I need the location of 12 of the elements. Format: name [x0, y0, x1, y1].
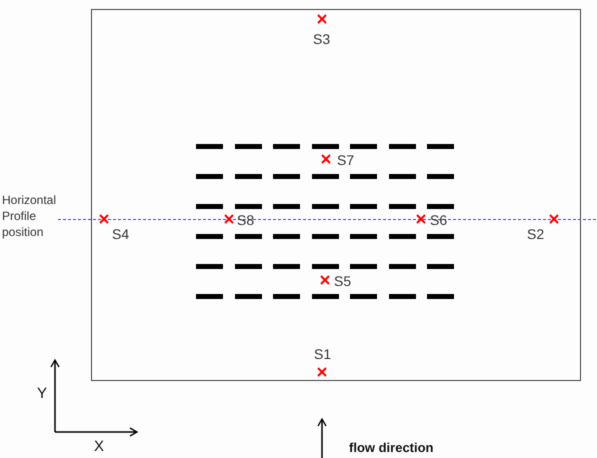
sensor-label: S7 [337, 151, 354, 170]
axis-label: X [94, 437, 104, 457]
sensor-label: S1 [314, 345, 332, 364]
axis-label: Y [37, 384, 48, 404]
sensor-label: S2 [527, 225, 544, 244]
profile-note: Horizontal Profile position [2, 192, 58, 240]
sensor-label: S5 [334, 272, 352, 291]
flow-label: flow direction [349, 439, 434, 457]
sensor-label: S3 [313, 30, 330, 49]
sensor-label: S6 [430, 211, 448, 230]
sensor-label: S4 [112, 225, 130, 244]
sensor-label: S8 [237, 211, 254, 230]
